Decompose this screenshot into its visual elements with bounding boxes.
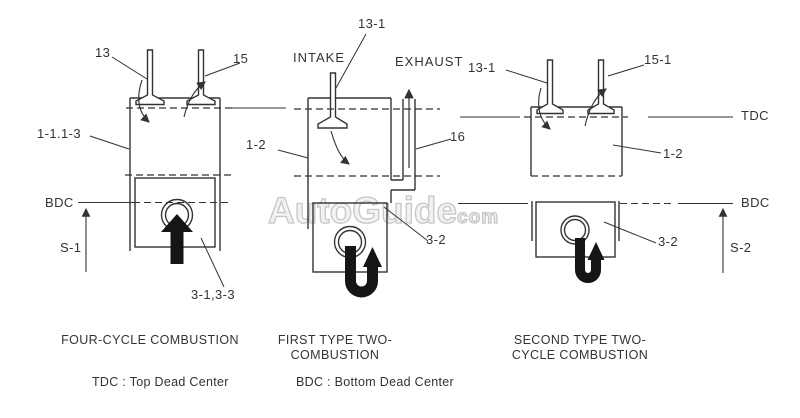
label-duct-16: 16 [450, 129, 466, 144]
piston-u-arrow [345, 246, 378, 298]
piston-label-1: 3-1,3-3 [191, 287, 235, 302]
label-cylinder-2: 1-2 [246, 137, 266, 152]
label-valve-13-1: 13-1 [358, 16, 386, 31]
caption-second-type: SECOND TYPE TWO- CYCLE COMBUSTION [500, 333, 660, 363]
tdc-bdc-dashed-lines [294, 108, 440, 177]
exhaust-duct [391, 99, 416, 191]
watermark-text: AutoGuide [267, 190, 458, 231]
intake-valve-icon [536, 59, 564, 115]
caption-line: FOUR-CYCLE COMBUSTION [61, 333, 239, 347]
caption-first-type: FIRST TYPE TWO- COMBUSTION [255, 333, 415, 363]
piston-u-arrow-head [587, 242, 605, 260]
flow-arc-exhaust [584, 88, 607, 127]
intake-valve-icon [317, 72, 348, 129]
cylinder-wall-stubs [531, 201, 620, 241]
piston-pin-inner [563, 218, 587, 242]
leader-lines [277, 33, 452, 242]
second-type-drawing [458, 59, 733, 283]
stroke-label-s2: S-2 [730, 240, 752, 255]
intake-label: INTAKE [293, 50, 345, 65]
caption-line: FIRST TYPE TWO- [277, 333, 393, 347]
label-valve-13-1-right: 13-1 [468, 60, 496, 75]
caption-four-cycle: FOUR-CYCLE COMBUSTION [40, 333, 260, 348]
caption-line: CYCLE COMBUSTION [511, 348, 649, 362]
first-type-drawing [277, 33, 452, 298]
exhaust-label: EXHAUST [395, 54, 464, 69]
label-valve-13: 13 [95, 45, 111, 60]
piston-label-2: 3-2 [426, 232, 446, 247]
tdc-dashed-lines [125, 107, 232, 176]
bdc-label-left: BDC [45, 195, 74, 210]
piston-label-3: 3-2 [658, 234, 678, 249]
legend-bdc: BDC : Bottom Dead Center [296, 375, 454, 389]
piston-up-arrow [161, 214, 193, 264]
stroke-label-s1: S-1 [60, 240, 82, 255]
piston-u-arrow-head [363, 247, 382, 267]
intake-valve-icon [135, 49, 165, 106]
label-cylinder-3: 1-2 [663, 146, 683, 161]
exhaust-valve-icon [587, 59, 615, 115]
label-valve-15: 15 [233, 51, 249, 66]
flow-arc-intake [538, 87, 551, 130]
cylinder-outline [307, 97, 392, 229]
piston-u-arrow [575, 238, 601, 283]
watermark: AutoGuidecom [267, 190, 500, 236]
flow-arc-intake [330, 130, 350, 165]
legend-tdc: TDC : Top Dead Center [92, 375, 229, 389]
bdc-label-right: BDC [741, 195, 770, 210]
label-cylinder-1: 1-1.1-3 [37, 126, 81, 141]
label-valve-15-1: 15-1 [644, 52, 672, 67]
leader-lines [505, 64, 662, 244]
caption-line: SECOND TYPE TWO- [513, 333, 647, 347]
caption-line: COMBUSTION [290, 348, 380, 362]
watermark-suffix: com [456, 206, 500, 228]
four-cycle-drawing [78, 49, 286, 288]
leader-lines [89, 56, 241, 288]
cylinder-outline [530, 106, 623, 176]
flow-arc-exhaust [183, 81, 206, 118]
exhaust-valve-icon [186, 49, 216, 106]
tdc-label-right: TDC [741, 108, 769, 123]
flow-arc-intake [138, 79, 150, 123]
